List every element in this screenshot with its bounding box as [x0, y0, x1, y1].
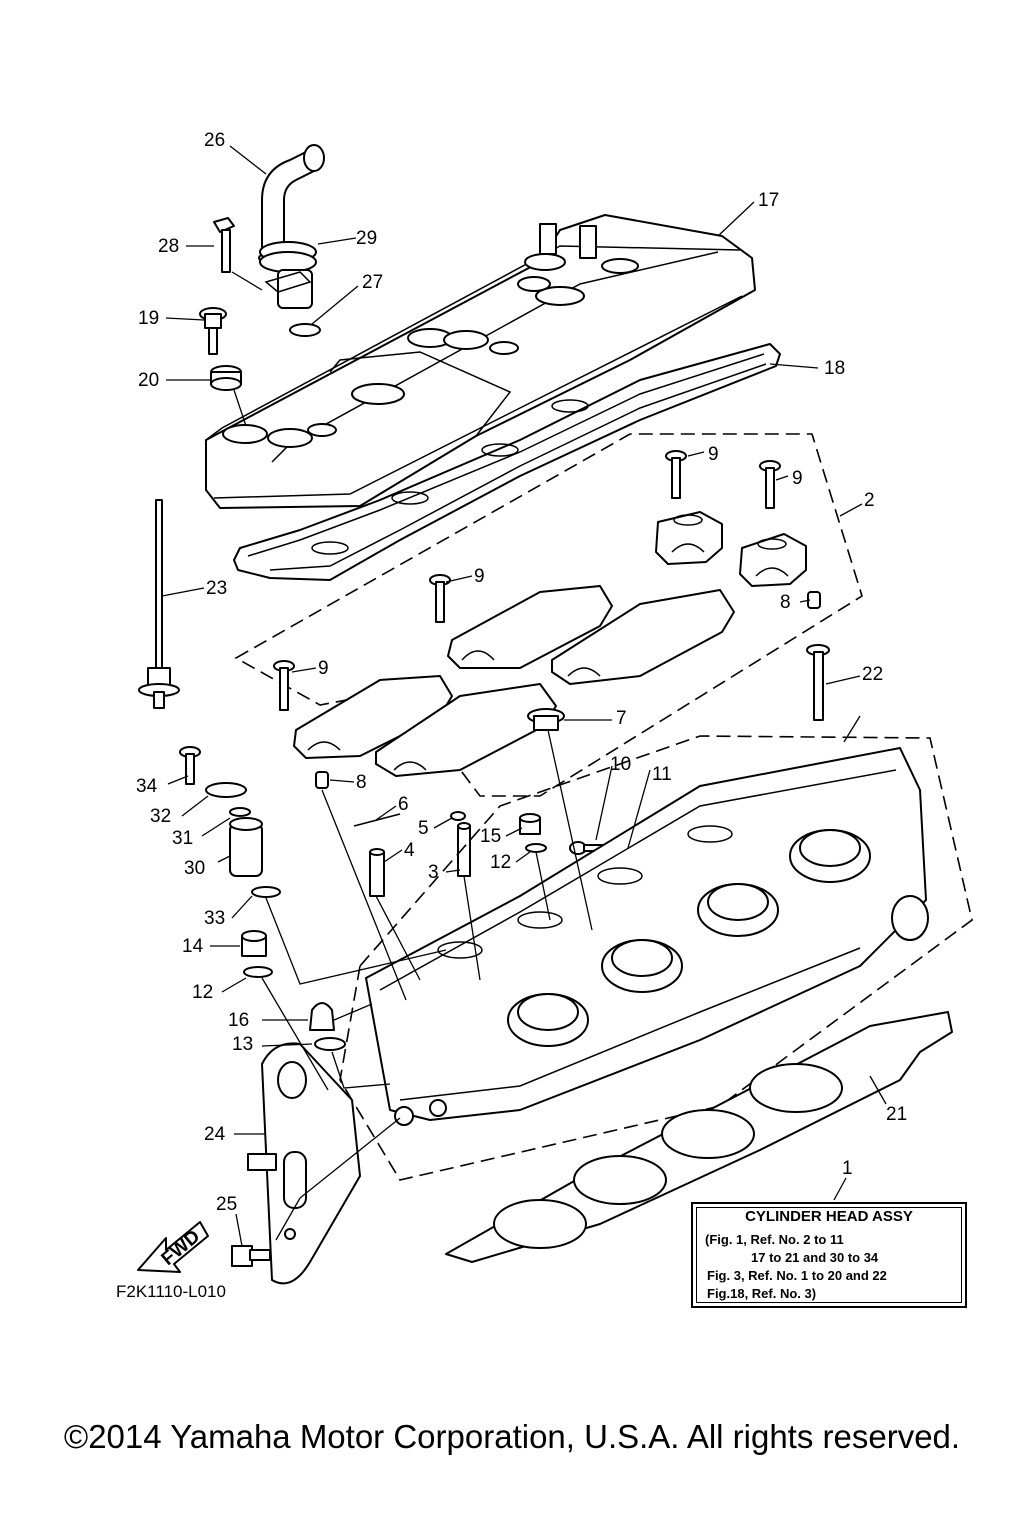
callout-31: 31: [172, 828, 193, 849]
bolt-9-c: [429, 574, 451, 623]
bolt-9-d: [273, 660, 295, 711]
callout-26: 26: [204, 130, 225, 151]
callout-15: 15: [480, 826, 501, 847]
callout-25: 25: [216, 1194, 237, 1215]
callout-4: 4: [404, 840, 415, 861]
stud-3: [457, 822, 471, 877]
callout-30: 30: [184, 858, 205, 879]
callout-16: 16: [228, 1010, 249, 1031]
legend-line-4: Fig.18, Ref. No. 3): [707, 1286, 817, 1301]
legend-inner-border: [696, 1207, 962, 1303]
cylinder-head-dashed-outline: [339, 735, 973, 1181]
callout-labels: 26 17 28 29 27 19 18 20 9 9 2 23 9 8 9 2…: [136, 130, 907, 1215]
washer-12-a: [243, 966, 273, 978]
callout-17: 17: [758, 190, 779, 211]
callout-21: 21: [886, 1104, 907, 1125]
head-gasket-21: [445, 1011, 953, 1263]
legend-title: CYLINDER HEAD ASSY: [745, 1208, 913, 1225]
washer-13: [314, 1037, 346, 1051]
leader-lines: [161, 145, 887, 1247]
callout-10: 10: [610, 754, 631, 775]
callout-12-a: 12: [490, 852, 511, 873]
bolt-25: [231, 1245, 271, 1267]
fwd-arrow: FWD: [137, 1221, 209, 1273]
cap-nut-16: [309, 1002, 335, 1031]
callout-32: 32: [150, 806, 171, 827]
callout-24: 24: [204, 1124, 226, 1145]
reference-code: F2K1110-L010: [116, 1282, 226, 1301]
callout-27: 27: [362, 272, 383, 293]
o-ring-31: [229, 807, 251, 817]
cover-gasket-18: [233, 343, 781, 581]
assembly-legend-box: CYLINDER HEAD ASSY (Fig. 1, Ref. No. 2 t…: [691, 1202, 967, 1308]
nut-14: [241, 930, 267, 957]
callout-23: 23: [206, 578, 227, 599]
callout-29: 29: [356, 228, 377, 249]
callout-19: 19: [138, 308, 159, 329]
bolt-34: [179, 746, 201, 785]
grommet-20: [210, 365, 242, 391]
bolt-9-b: [759, 460, 781, 509]
o-ring-33: [251, 886, 281, 898]
callout-33: 33: [204, 908, 225, 929]
cable-tie-23: [138, 499, 180, 709]
callout-18: 18: [824, 358, 845, 379]
callout-14: 14: [182, 936, 204, 957]
camshaft-cap-mid-2: [551, 589, 735, 685]
callout-22: 22: [862, 664, 883, 685]
legend-line-1: (Fig. 1, Ref. No. 2 to 11: [705, 1232, 844, 1247]
callout-6: 6: [398, 794, 409, 815]
callout-34: 34: [136, 776, 158, 797]
plug-7: [527, 708, 565, 731]
callout-28: 28: [158, 236, 179, 257]
callout-2: 2: [864, 490, 875, 511]
callout-1: 1: [842, 1158, 853, 1179]
bracket-24: [247, 1042, 361, 1285]
washer-12-b: [525, 843, 547, 853]
callout-9-b: 9: [792, 468, 803, 489]
callout-12-b: 12: [192, 982, 213, 1003]
dowel-pin-8-b: [315, 771, 329, 789]
o-ring-27: [289, 323, 321, 337]
hose-fitting-29: [259, 241, 317, 309]
bolt-9-a: [665, 450, 687, 499]
camshaft-cap-right-2: [739, 533, 807, 587]
copyright-notice: ©2014 Yamaha Motor Corporation, U.S.A. A…: [63, 1418, 961, 1455]
callout-9-d: 9: [318, 658, 329, 679]
callout-20: 20: [138, 370, 159, 391]
bolt-22: [806, 644, 830, 721]
callout-8-a: 8: [780, 592, 791, 613]
callout-7: 7: [616, 708, 627, 729]
legend-line-2: 17 to 21 and 30 to 34: [751, 1250, 879, 1265]
seal-5: [450, 811, 466, 821]
callout-9-c: 9: [474, 566, 485, 587]
callout-11: 11: [652, 764, 672, 785]
camshaft-cap-right-1: [655, 511, 723, 565]
callout-8-b: 8: [356, 772, 367, 793]
washer-32: [205, 782, 247, 798]
callout-13: 13: [232, 1034, 253, 1055]
bolt-10: [569, 841, 607, 855]
callout-9-a: 9: [708, 444, 719, 465]
cylinder-head-cover-17: [205, 214, 756, 509]
bolt-19: [199, 307, 227, 355]
valve-guide-4: [369, 848, 385, 897]
legend-line-3: Fig. 3, Ref. No. 1 to 20 and 22: [707, 1268, 887, 1283]
bolt-28: [213, 217, 235, 273]
nut-15: [519, 813, 541, 835]
cylinder-head-body: [365, 747, 929, 1126]
sleeve-30: [229, 817, 263, 877]
callout-3: 3: [428, 862, 439, 883]
camshaft-cap-mid-1: [447, 585, 613, 669]
callout-5: 5: [418, 818, 429, 839]
